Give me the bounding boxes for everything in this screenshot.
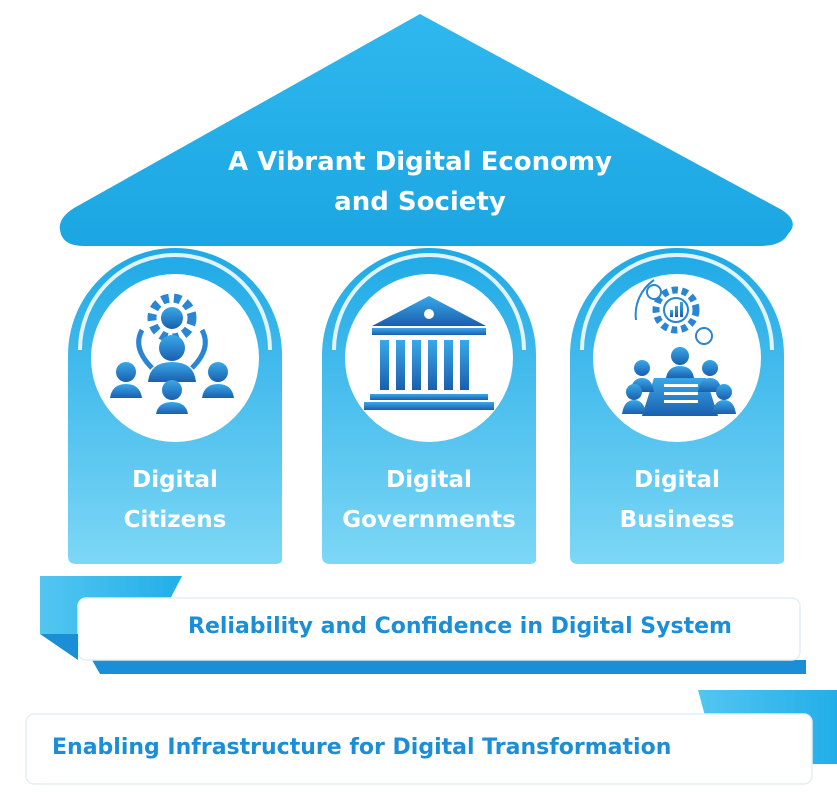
government-building-icon xyxy=(364,296,494,410)
roof xyxy=(59,14,793,246)
reliability-banner-label: Reliability and Confidence in Digital Sy… xyxy=(188,614,732,639)
pillar-label-line2: Governments xyxy=(342,507,516,533)
pillar-label-governments: Digital Governments xyxy=(324,460,534,540)
pillar-label-line1: Digital xyxy=(634,467,720,493)
infrastructure-banner-label: Enabling Infrastructure for Digital Tran… xyxy=(52,735,672,760)
people-gear-icon xyxy=(110,293,234,414)
pillar-label-line2: Business xyxy=(619,507,735,533)
roof-title-line2: and Society xyxy=(334,187,506,217)
roof-title-line1: A Vibrant Digital Economy xyxy=(227,147,613,177)
roof-title: A Vibrant Digital Economy and Society xyxy=(150,142,690,222)
business-meeting-icon xyxy=(622,279,736,416)
pillar-label-business: Digital Business xyxy=(572,460,782,540)
pillar-label-line2: Citizens xyxy=(123,507,227,533)
pillar-label-line1: Digital xyxy=(132,467,218,493)
pillar-label-line1: Digital xyxy=(386,467,472,493)
infrastructure-banner xyxy=(25,690,837,785)
reliability-banner xyxy=(40,576,806,674)
pillar-label-citizens: Digital Citizens xyxy=(70,460,280,540)
